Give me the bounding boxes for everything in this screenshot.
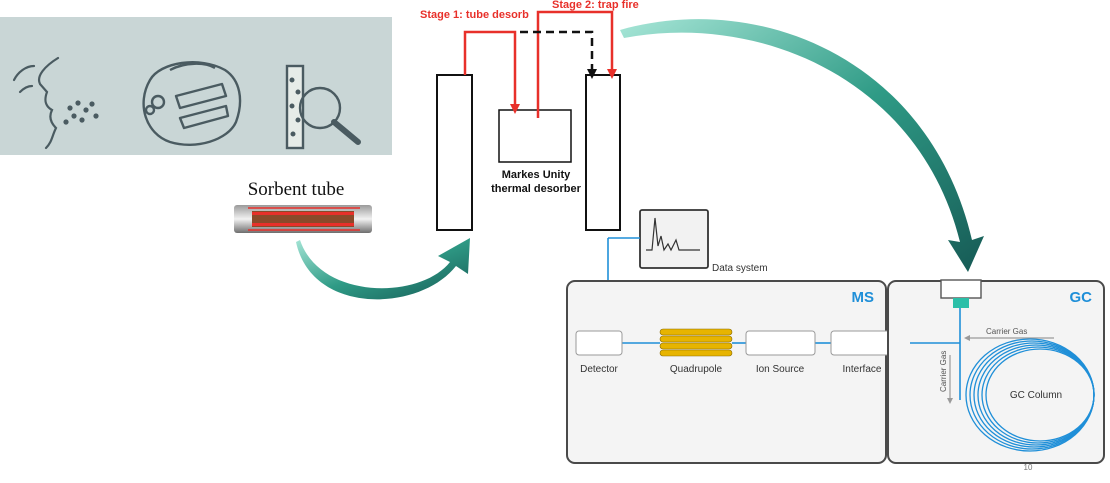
face-breath-icon [12,56,99,150]
detector-label: Detector [580,364,618,375]
tube-magnifier-icon [285,64,361,150]
gc-column-coil [965,338,1095,452]
page-number: 10 [1024,463,1033,472]
quadrupole-label: Quadrupole [670,364,723,375]
interface-label: Interface [843,364,882,375]
carrier-gas-vertical-label: Carrier Gas [939,351,948,392]
ms-title: MS [852,289,875,306]
gc-column-label: GC Column [1010,390,1062,401]
sorbent-tube [234,205,372,233]
stage2-label: Stage 2: trap fire [552,0,639,11]
transfer-arrow-to-desorber [296,238,470,300]
sample-panel [0,17,392,155]
gc-title: GC [1070,289,1093,306]
stage1-label: Stage 1: tube desorb [420,9,529,21]
sorbent-tube-label: Sorbent tube [248,179,345,200]
ms-box [566,280,911,464]
thermal-desorber-schematic [436,10,621,231]
breath-sampler-icon [142,61,242,146]
carrier-gas-horizontal-label: Carrier Gas [986,327,1027,336]
data-system-label: Data system [712,263,768,274]
gc-box [887,279,1105,464]
quadrupole-rods [659,328,733,357]
ion-source-label: Ion Source [756,364,805,375]
desorber-label-line1: Markes Unity [502,169,571,181]
desorber-label-line2: thermal desorber [491,183,582,195]
